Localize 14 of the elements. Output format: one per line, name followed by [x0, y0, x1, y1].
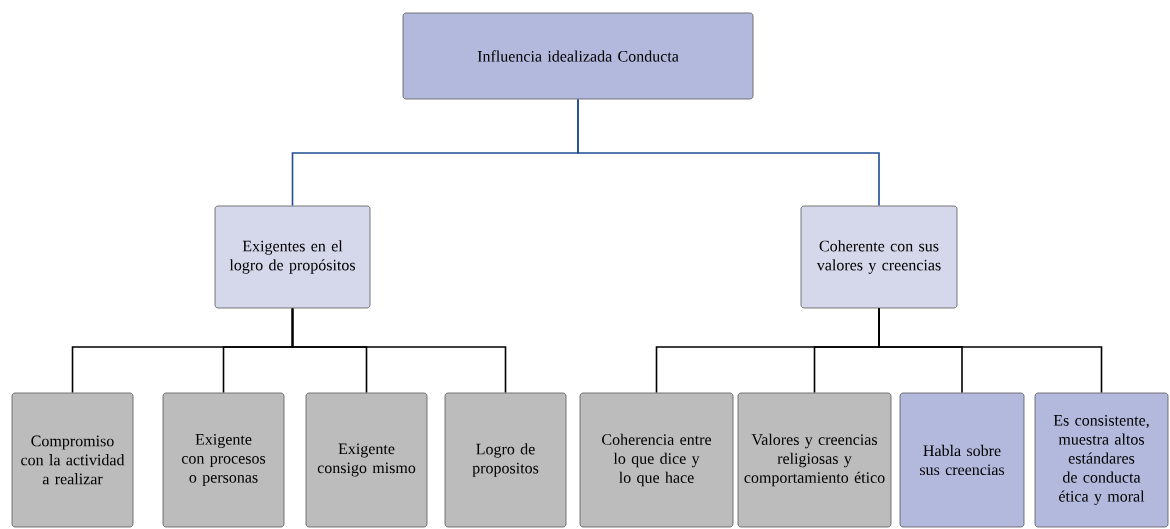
- category-box: Coherente con sus valores y creencias: [800, 205, 958, 309]
- root-box: Influencia idealizada Conducta: [402, 12, 754, 100]
- connector-line: [577, 98, 880, 207]
- item-box: Exigente consigo mismo: [305, 392, 428, 528]
- item-box: Compromiso con la actividad a realizar: [11, 392, 134, 528]
- item-box: Habla sobre sus creencias: [899, 392, 1025, 528]
- connector-line: [878, 307, 1103, 394]
- item-box: Logro de propositos: [444, 392, 567, 528]
- item-box: Coherencia entre lo que dice y lo que hace: [579, 392, 734, 528]
- item-box: Es consistente, muestra altos estándares de conducta ética y moral: [1034, 392, 1169, 528]
- item-box: Valores y creencias religiosas y comportamiento ético: [737, 392, 892, 528]
- connector-line: [291, 307, 507, 394]
- category-box: Exigentes en el logro de propósitos: [214, 205, 371, 309]
- item-box: Exigente con procesos o personas: [162, 392, 285, 528]
